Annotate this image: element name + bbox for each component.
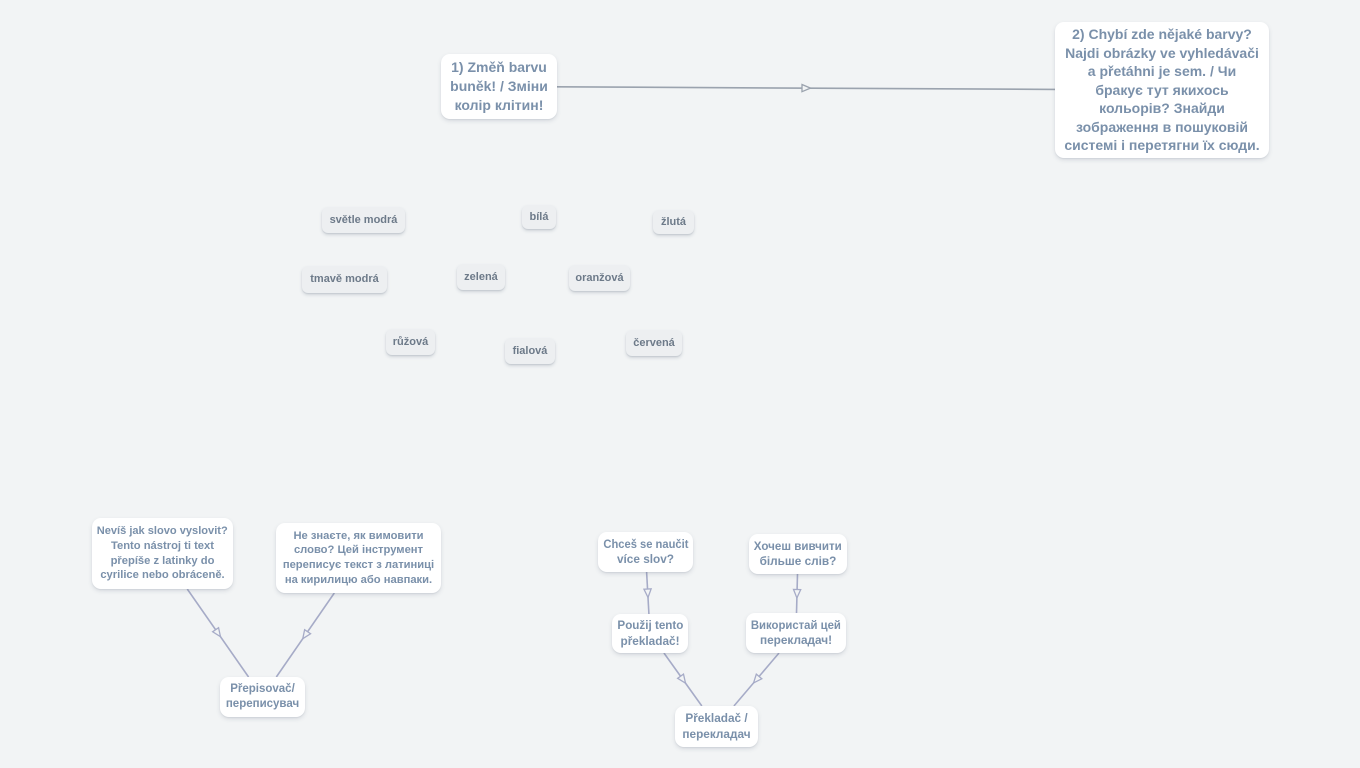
chip-cervena[interactable]: červená (626, 330, 682, 356)
chip-fialova[interactable]: fialová (505, 338, 555, 364)
note-transcriber-info-ua-line: слово? Цей інструмент (293, 544, 424, 557)
connector-usecz-translator-arrowhead-icon (676, 673, 687, 685)
chip-zluta[interactable]: žlutá (653, 210, 694, 234)
note-task-2-line: системі і перетягни їх сюди. (1064, 137, 1260, 154)
chip-oranzova[interactable]: oranžová (569, 265, 630, 291)
connector-learnua-useua[interactable] (792, 573, 802, 614)
note-translator-line: Překladač / (685, 711, 748, 726)
note-transcriber-info-cz-line: cyrilice nebo obráceně. (100, 569, 225, 582)
note-use-translator-cz-line: Použij tento (616, 618, 684, 633)
chip-tmave-modra-line: tmavě modrá (310, 273, 379, 285)
note-transcriber-info-ua[interactable]: Не знаєте, як вимовити слово? Цей інструм… (276, 523, 441, 593)
chip-svetle-modra[interactable]: světle modrá (322, 207, 405, 233)
note-transcriber-info-cz[interactable]: Nevíš jak slovo vyslovit?Tento nástroj t… (92, 518, 233, 589)
chip-fialova-line: fialová (512, 345, 548, 357)
note-transcriber-line: Přepisovač/ (230, 683, 295, 695)
chip-bila-line: bílá (529, 211, 549, 223)
note-task-2-line: кольорів? Знайди (1099, 100, 1225, 117)
note-use-translator-ua-line: Використай цей (751, 617, 841, 632)
connector-infocz-transcriber-arrowhead-icon (211, 626, 222, 639)
chip-bila[interactable]: bílá (522, 205, 556, 229)
note-task-2-line: зображення в пошуковій (1075, 118, 1249, 135)
note-translator[interactable]: Překladač /перекладач (675, 706, 758, 747)
connector-usecz-translator[interactable] (663, 652, 703, 707)
note-task-1[interactable]: 1) Změň barvu buněk! / Зміни колір клітин! (441, 54, 557, 119)
note-task-1-line: buněk! / Зміни (450, 78, 548, 94)
note-transcriber-info-cz-line: Nevíš jak slovo vyslovit? (96, 525, 228, 538)
connector-learncz-usecz-arrowhead-icon (642, 588, 653, 600)
note-transcriber[interactable]: Přepisovač/переписувач (220, 677, 305, 717)
connector-learncz-usecz[interactable] (642, 571, 653, 615)
note-task-2-line: бракує тут якихось (1095, 81, 1229, 98)
chip-ruzova[interactable]: růžová (386, 329, 435, 355)
connector-learnua-useua-arrowhead-icon (792, 588, 802, 600)
connector-task1-task2-arrowhead-icon (801, 83, 813, 93)
connector-infocz-transcriber[interactable] (186, 588, 250, 678)
chip-ruzova-line: růžová (392, 336, 429, 348)
note-transcriber-line: переписувач (225, 698, 300, 710)
connector-useua-translator[interactable] (733, 652, 780, 707)
note-transcriber-info-cz-line: přepíše z latinky do (110, 554, 215, 567)
note-transcriber-info-ua-line: переписує текст з латиниці (282, 559, 435, 571)
chip-tmave-modra[interactable]: tmavě modrá (302, 266, 387, 293)
note-learn-more-ua-line: Хочеш вивчити (754, 538, 842, 553)
chip-cervena-line: červená (633, 337, 675, 349)
connector-task1-task2[interactable] (556, 83, 1056, 93)
note-transcriber-info-ua-line: Не знаєте, як вимовити (293, 529, 424, 542)
connector-useua-translator-arrowhead-icon (752, 672, 763, 685)
note-learn-more-cz-line: více slov? (616, 552, 675, 566)
note-task-2[interactable]: 2) Chybí zde nějaké barvy?Najdi obrázky … (1055, 22, 1269, 158)
chip-zelena[interactable]: zelená (457, 264, 505, 290)
note-task-2-line: 2) Chybí zde nějaké barvy? (1072, 26, 1252, 43)
note-learn-more-ua-line: більше слів? (759, 554, 837, 568)
note-task-2-line: Najdi obrázky ve vyhledávači (1065, 44, 1259, 61)
chip-zluta-line: žlutá (660, 216, 687, 228)
note-transcriber-info-ua-line: на кирилицю або навпаки. (284, 573, 433, 586)
chip-zelena-line: zelená (464, 271, 498, 283)
note-use-translator-ua-line: перекладач! (759, 633, 833, 647)
note-learn-more-cz-line: Chceš se naučit (602, 536, 688, 551)
note-translator-line: перекладач (682, 726, 751, 741)
connector-infoua-transcriber[interactable] (275, 592, 335, 678)
connector-infoua-transcriber-arrowhead-icon (301, 628, 312, 641)
chip-svetle-modra-line: světle modrá (329, 214, 398, 226)
note-task-1-line: 1) Změň barvu (451, 59, 547, 75)
note-task-1-line: колір клітин! (454, 97, 544, 113)
chip-oranzova-line: oranžová (575, 272, 624, 284)
note-task-2-line: a přetáhni je sem. / Чи (1087, 63, 1237, 80)
note-use-translator-cz-line: překladač! (620, 633, 680, 648)
note-transcriber-info-cz-line: Tento nástroj ti text (111, 539, 214, 552)
